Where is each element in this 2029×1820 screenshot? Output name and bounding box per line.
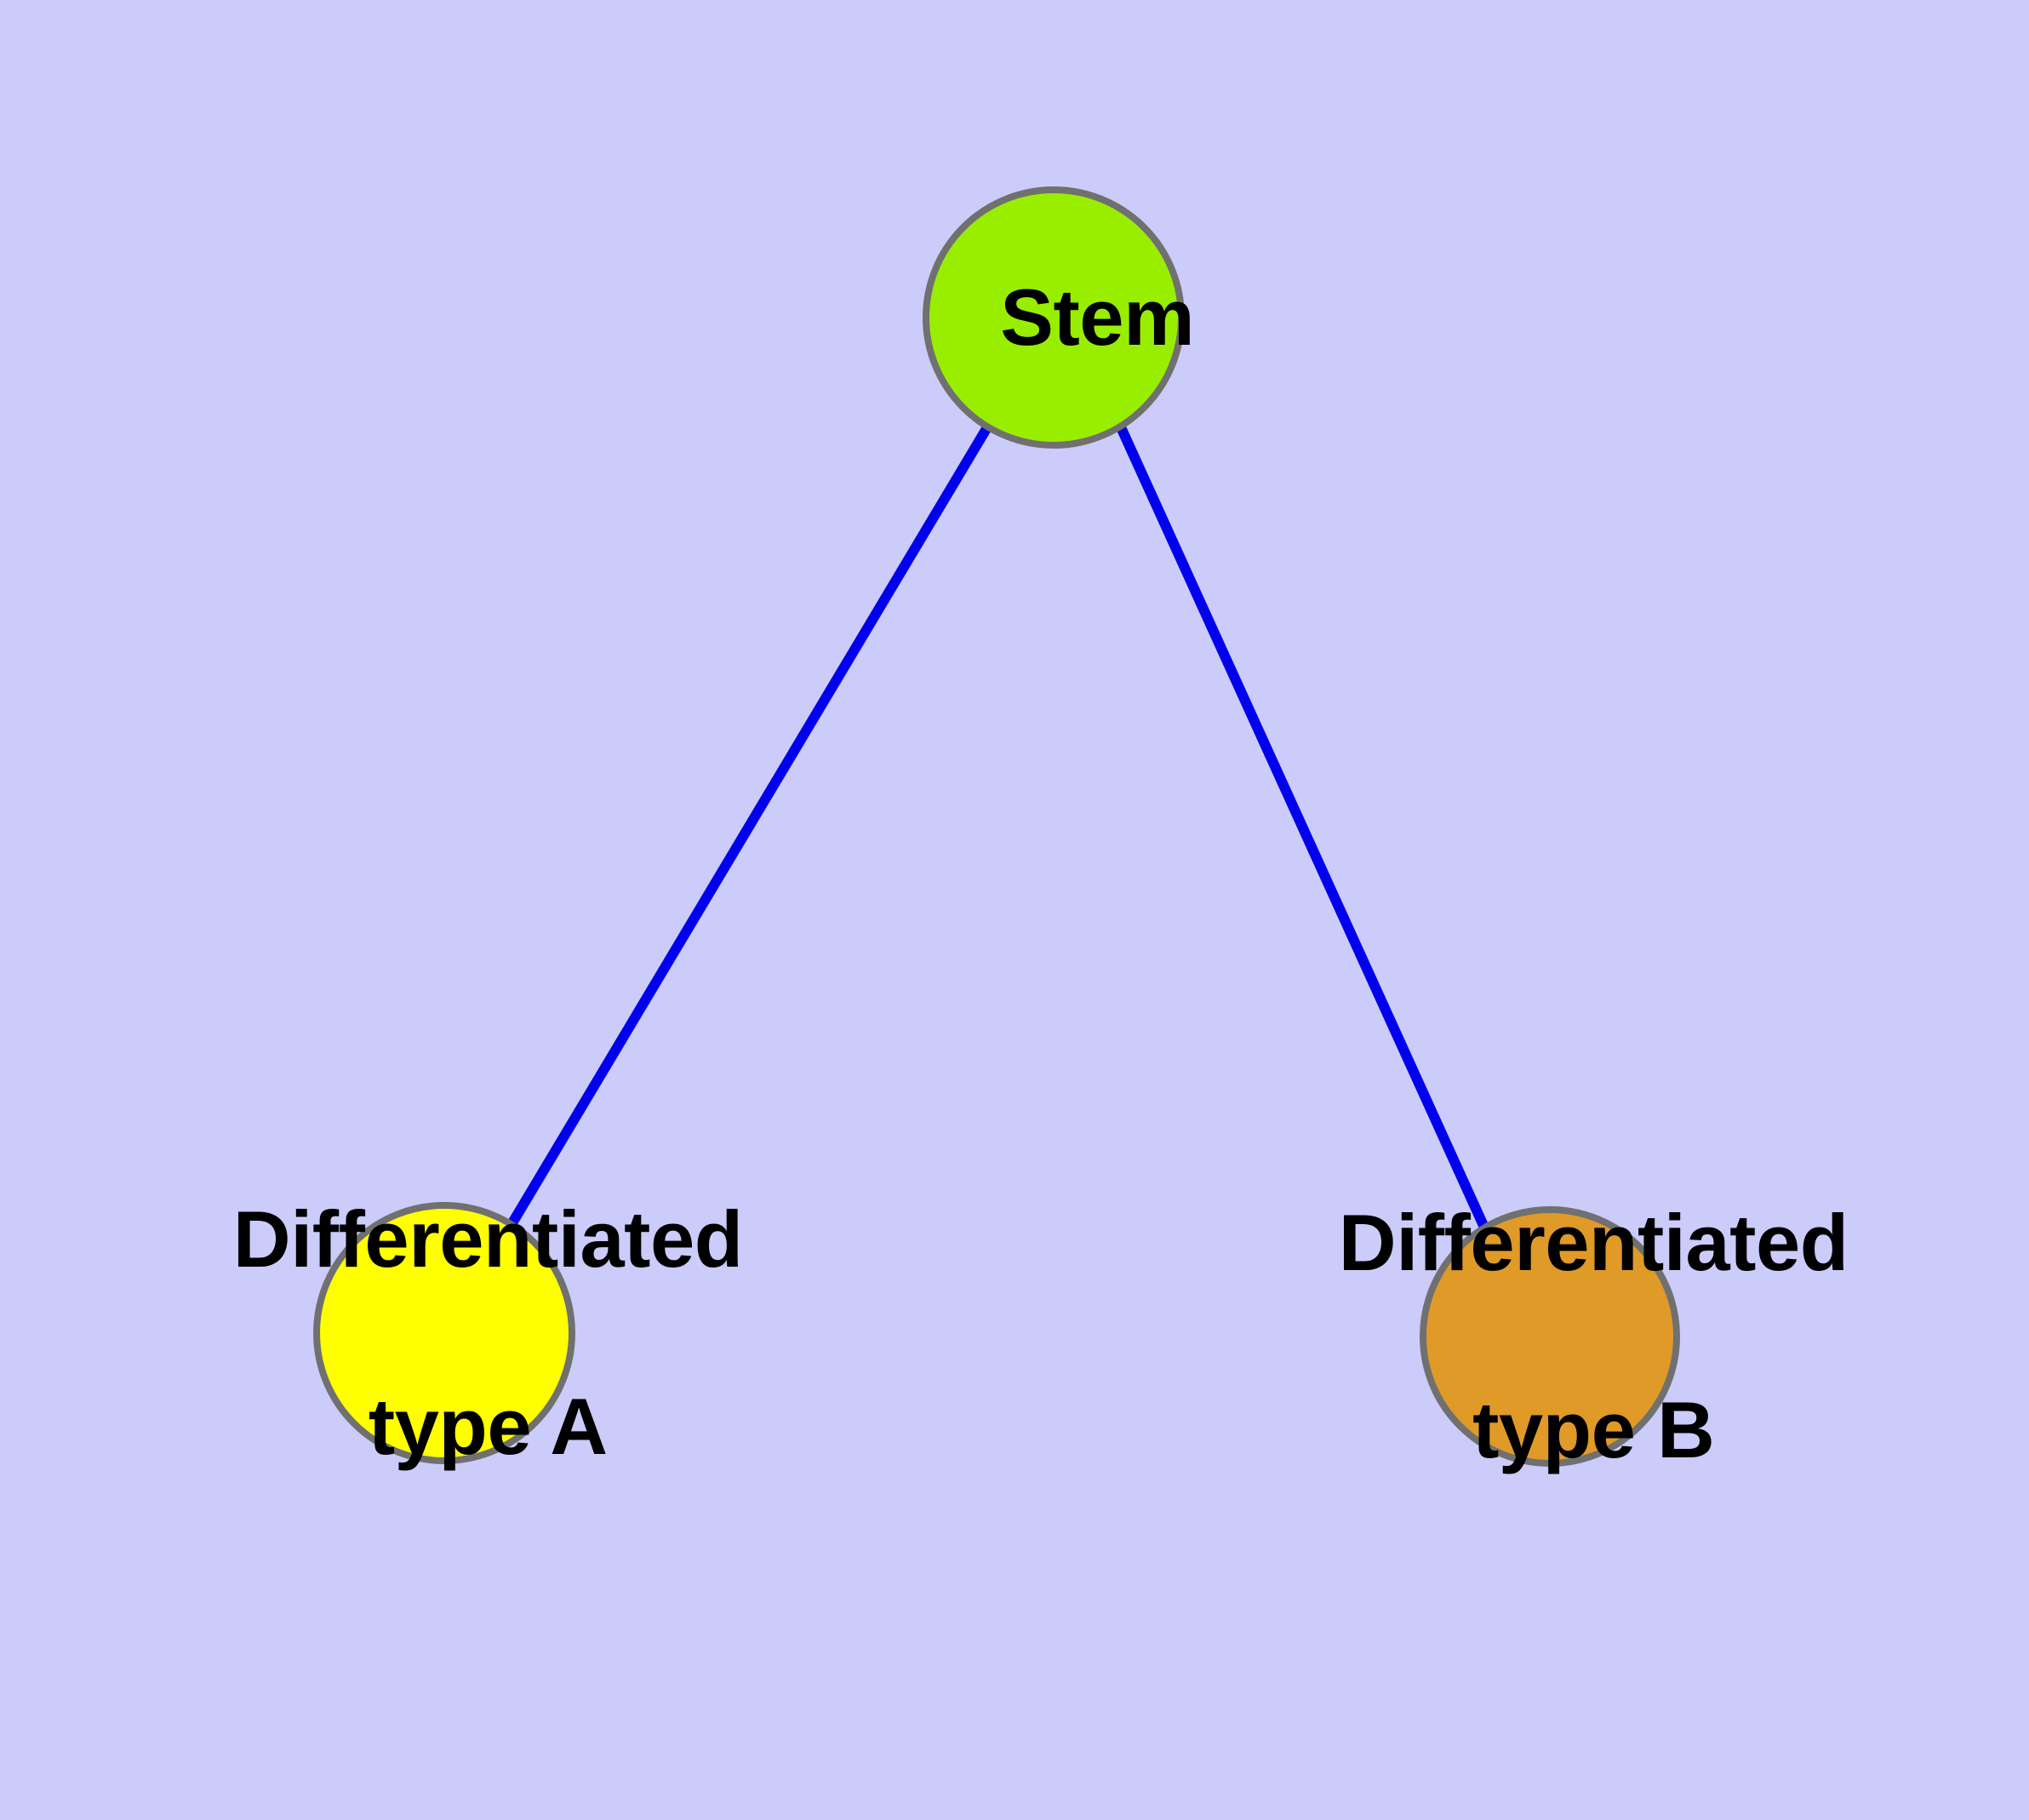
edge-stem-to-differentiated-type-a[interactable] xyxy=(506,424,992,1229)
node-layer xyxy=(313,186,1680,1467)
edge-stem-to-differentiated-type-b[interactable] xyxy=(1116,425,1490,1232)
node-differentiated-type-b[interactable] xyxy=(1420,1206,1680,1467)
node-stem[interactable] xyxy=(923,186,1185,449)
node-differentiated-type-a[interactable] xyxy=(313,1202,575,1464)
edge-layer xyxy=(506,424,1490,1232)
